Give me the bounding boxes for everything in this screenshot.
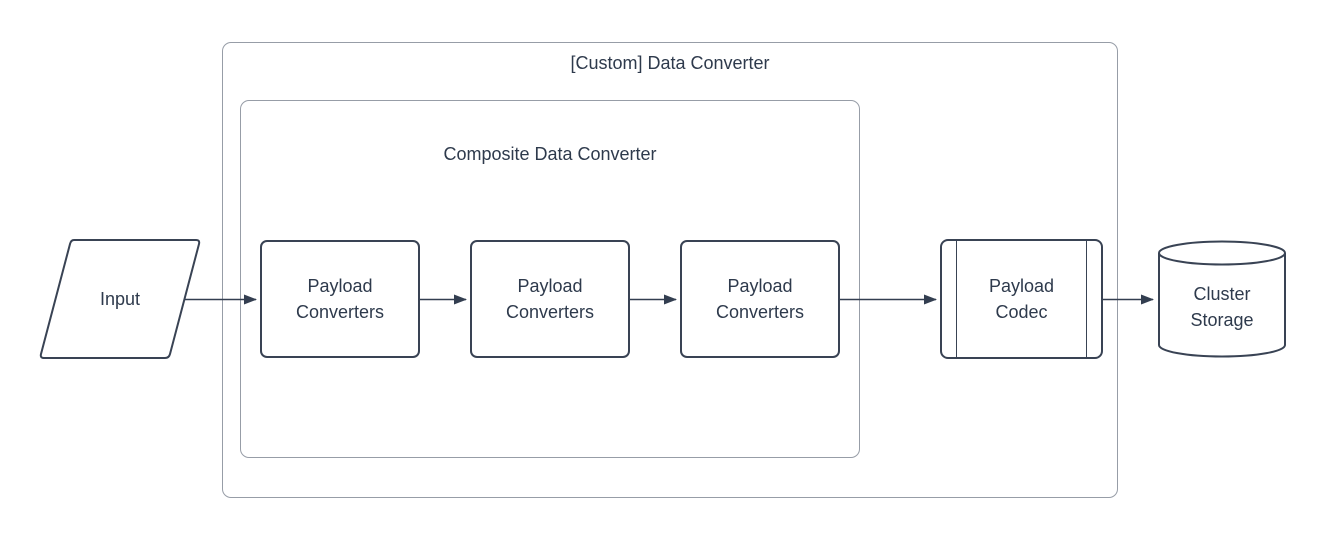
cylinder-shape — [1158, 240, 1286, 358]
node-payload-converters-1-label: Payload Converters — [295, 276, 385, 322]
node-cluster-storage: Cluster Storage — [1157, 240, 1287, 359]
node-payload-converters-1: Payload Converters — [260, 240, 420, 358]
parallelogram-shape — [39, 239, 201, 359]
container-custom-data-converter — [222, 42, 1118, 498]
node-payload-codec: Payload Codec — [940, 239, 1103, 359]
codec-right-bar — [1086, 241, 1087, 357]
container-composite-data-converter — [240, 100, 860, 458]
node-input: Input — [38, 238, 202, 360]
node-payload-converters-2: Payload Converters — [470, 240, 630, 358]
node-payload-converters-3-label: Payload Converters — [715, 276, 805, 322]
node-payload-converters-3: Payload Converters — [680, 240, 840, 358]
codec-left-bar — [956, 241, 957, 357]
node-payload-converters-2-label: Payload Converters — [505, 276, 595, 322]
container-custom-data-converter-label: [Custom] Data Converter — [570, 53, 770, 73]
node-payload-codec-label: Payload Codec — [988, 276, 1055, 322]
container-composite-data-converter-label: Composite Data Converter — [443, 144, 657, 164]
